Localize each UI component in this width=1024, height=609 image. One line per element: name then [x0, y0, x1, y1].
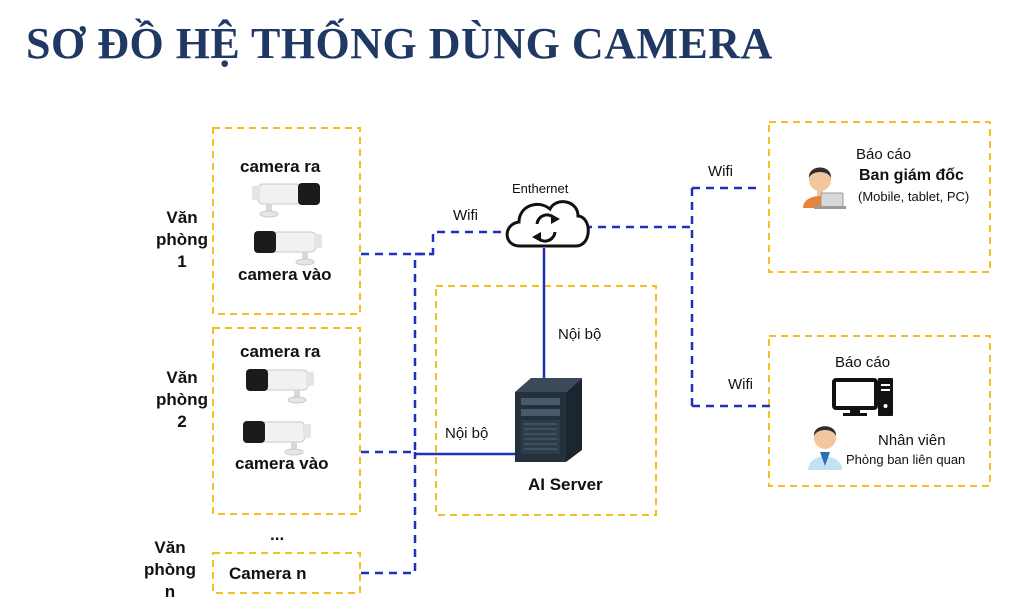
office-label-line: 1: [177, 252, 187, 271]
wifi-label: Wifi: [453, 207, 478, 224]
internet-label: Enthernet: [512, 181, 569, 196]
person-icon: [808, 426, 842, 470]
management-box: [768, 121, 991, 273]
camera-in-label: camera vào: [238, 265, 332, 284]
office-n-label: Văn phòng n: [135, 537, 205, 603]
server-tower-icon: [515, 378, 582, 462]
management-devices: (Mobile, tablet, PC): [858, 189, 970, 204]
person-laptop-icon: [803, 167, 846, 209]
office-label-line: 2: [177, 412, 187, 431]
staff-title: Nhân viên: [878, 432, 946, 449]
office-1-label: Văn phòng 1: [147, 207, 217, 273]
staff-box: [768, 335, 991, 487]
office-label-line: Văn: [154, 538, 186, 557]
server-label: AI Server: [528, 475, 603, 494]
desktop-pc-icon: [832, 378, 893, 416]
server-box: [435, 285, 657, 516]
office-label-line: Văn: [166, 368, 198, 387]
link-office1-hub: [361, 230, 508, 256]
camera-bullet-icon: [245, 368, 315, 404]
camera-bullet-icon: [253, 230, 323, 266]
office-label-line: phòng: [144, 560, 196, 579]
internal-link-label: Nội bộ: [558, 326, 602, 343]
office-2-box: [212, 327, 361, 515]
page-title: SƠ ĐỒ HỆ THỐNG DÙNG CAMERA: [26, 19, 773, 68]
camera-bullet-icon: [251, 182, 321, 218]
wifi-label: Wifi: [708, 163, 733, 180]
office-2-label: Văn phòng 2: [147, 367, 217, 433]
camera-out-label: camera ra: [240, 157, 321, 176]
office-label-line: n: [164, 582, 176, 601]
wifi-label: Wifi: [728, 376, 753, 393]
report-label: Báo cáo: [835, 354, 891, 371]
cloud-sync-icon: [505, 200, 590, 248]
office-label-line: phòng: [156, 390, 208, 409]
link-officen-hub: [361, 452, 417, 575]
link-office2-hub: [361, 252, 433, 454]
ellipsis: ...: [270, 525, 285, 544]
management-title: Ban giám đốc: [859, 167, 964, 184]
office-label-line: Văn: [166, 208, 198, 227]
camera-in-label: camera vào: [235, 454, 329, 473]
report-label: Báo cáo: [856, 146, 912, 163]
camera-n-label: Camera n: [229, 564, 307, 583]
office-1-box: [212, 127, 361, 315]
office-n-box: [212, 552, 361, 594]
office-label-line: phòng: [156, 230, 208, 249]
staff-department: Phòng ban liên quan: [846, 452, 966, 467]
camera-bullet-icon: [242, 420, 312, 456]
internal-link-label: Nội bộ: [445, 425, 489, 442]
camera-out-label: camera ra: [240, 342, 321, 361]
